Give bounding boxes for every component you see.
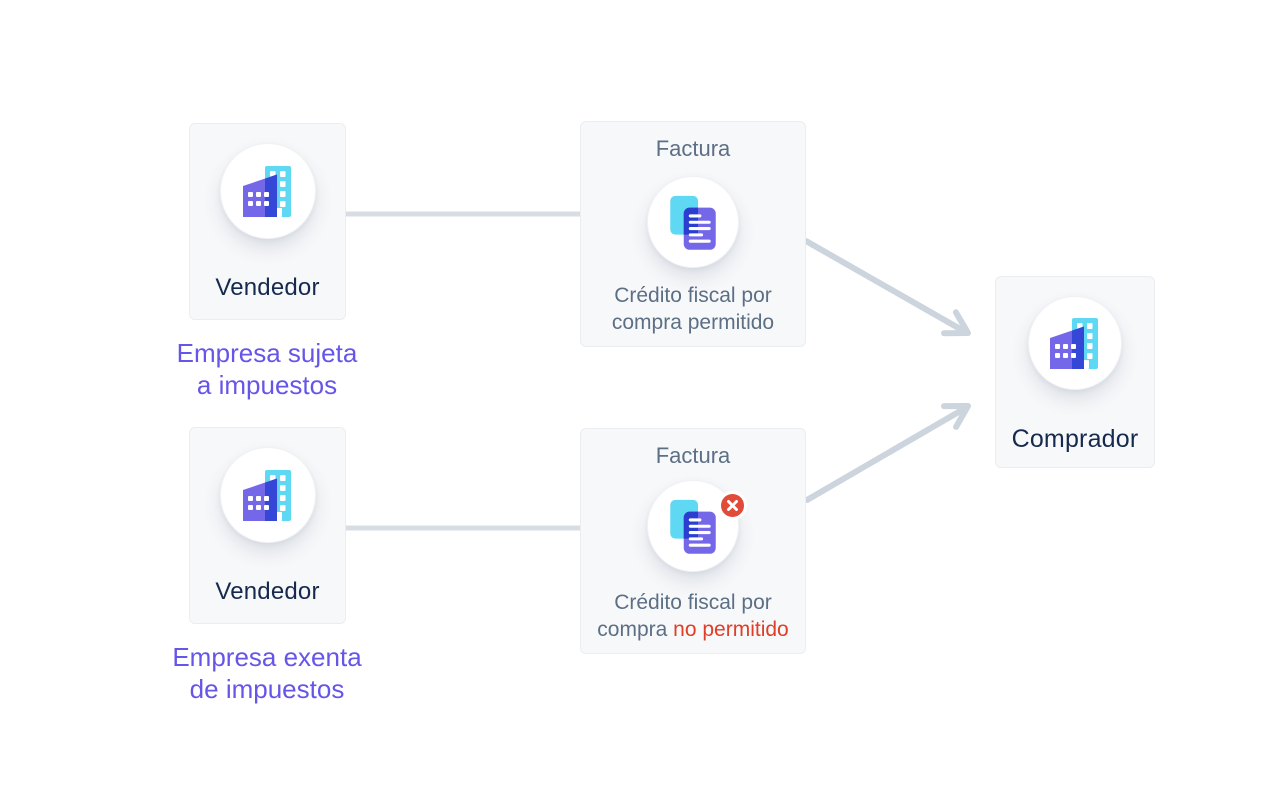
invoice-text-prefix: compra	[597, 618, 668, 641]
building-icon	[1050, 318, 1098, 369]
invoice-text-highlight: no permitido	[673, 618, 789, 641]
buyer-avatar	[1028, 296, 1122, 390]
invoice-rejected-title: Factura	[655, 443, 731, 468]
invoice-allowed-text: Crédito fiscal por compra permitido	[581, 282, 805, 336]
arrow-invoice1-buyer	[803, 238, 971, 337]
building-icon	[242, 166, 291, 217]
vendor-exempt-caption: Empresa exenta de impuestos	[117, 641, 417, 705]
vendor-taxed-caption: Empresa sujeta a impuestos	[117, 337, 417, 401]
building-icon	[242, 470, 291, 521]
arrow-invoice2-buyer	[804, 403, 971, 503]
invoice-rejected-node: Factura	[580, 428, 806, 654]
invoice-text-line: Crédito fiscal por	[614, 591, 772, 614]
vendor-taxed-label: Vendedor	[215, 274, 320, 301]
vendor-exempt-label: Vendedor	[215, 578, 320, 605]
invoice-allowed-avatar	[647, 176, 739, 268]
caption-line: de impuestos	[189, 674, 345, 704]
vendor-exempt-node: Vendedor	[189, 427, 346, 624]
caption-line: Empresa exenta	[172, 642, 362, 672]
x-icon	[727, 500, 738, 511]
buyer-label: Comprador	[1011, 425, 1139, 453]
arrowhead-icon	[941, 309, 971, 337]
invoice-text-line: Crédito fiscal por	[614, 284, 772, 307]
x-circle-icon	[718, 491, 747, 520]
invoice-rejected-text: Crédito fiscal por compra no permitido	[581, 589, 805, 643]
buyer-node: Comprador	[995, 276, 1155, 468]
invoice-allowed-title: Factura	[655, 136, 731, 161]
vendor-exempt-avatar	[219, 447, 316, 543]
invoice-rejected-avatar	[647, 480, 739, 572]
documents-icon	[670, 195, 716, 250]
documents-icon	[670, 499, 716, 554]
caption-line: a impuestos	[196, 370, 338, 400]
invoice-text-line: compra permitido	[611, 311, 775, 334]
caption-line: Empresa sujeta	[176, 338, 358, 368]
invoice-text-line: compra no permitido	[581, 616, 805, 643]
vendor-taxed-avatar	[219, 143, 316, 239]
vendor-taxed-node: Vendedor	[189, 123, 346, 320]
arrowhead-icon	[941, 403, 971, 430]
invoice-allowed-node: Factura Crédito fiscal por compra permit…	[580, 121, 806, 347]
